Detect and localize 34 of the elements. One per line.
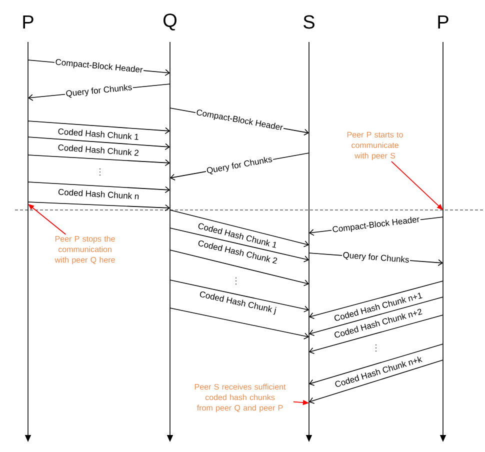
lifeline-header: Q xyxy=(164,14,176,30)
arrow xyxy=(170,280,309,312)
arrow xyxy=(28,120,170,134)
arrow xyxy=(170,250,309,286)
arrow xyxy=(170,228,309,262)
arrow xyxy=(28,182,170,194)
arrow xyxy=(309,296,444,336)
leader-arrow xyxy=(28,204,66,235)
arrow xyxy=(309,314,444,354)
edge-label: Coded Hash Chunk n+k xyxy=(335,356,423,387)
edge-label: Compact-Block Header xyxy=(54,58,144,76)
edge-label: Coded Hash Chunk 2 xyxy=(58,144,138,156)
annotation-text: Peer S receives sufficient coded hash chunks from peer Q and peer P xyxy=(194,384,286,412)
lifeline-header: P xyxy=(23,15,34,29)
edge-label: Compact-Block Header xyxy=(331,214,421,236)
annotation-text: Peer P stops the communication with peer Q here xyxy=(54,236,115,264)
edge-label: Query for Chunks xyxy=(64,82,134,100)
edge-label: Query for Chunks xyxy=(342,250,410,266)
arrow xyxy=(28,154,170,166)
arrow xyxy=(170,308,309,340)
arrow xyxy=(309,360,444,404)
arrow xyxy=(170,210,309,248)
lifeline-header: P xyxy=(438,15,448,29)
leader-arrow xyxy=(391,161,443,210)
lifeline-header: S xyxy=(304,15,314,29)
edge-label: Coded Hash Chunk j xyxy=(200,291,276,315)
annotation-text: Peer P starts to communicate with peer S xyxy=(347,132,403,160)
edge-label: Coded Hash Chunk n xyxy=(58,189,139,200)
edge-label: Query for Chunks xyxy=(205,154,274,176)
arrow xyxy=(28,136,170,150)
arrow xyxy=(309,344,444,386)
arrow xyxy=(28,202,170,212)
edge-label: Coded Hash Chunk 1 xyxy=(58,128,138,140)
arrow xyxy=(309,280,444,320)
